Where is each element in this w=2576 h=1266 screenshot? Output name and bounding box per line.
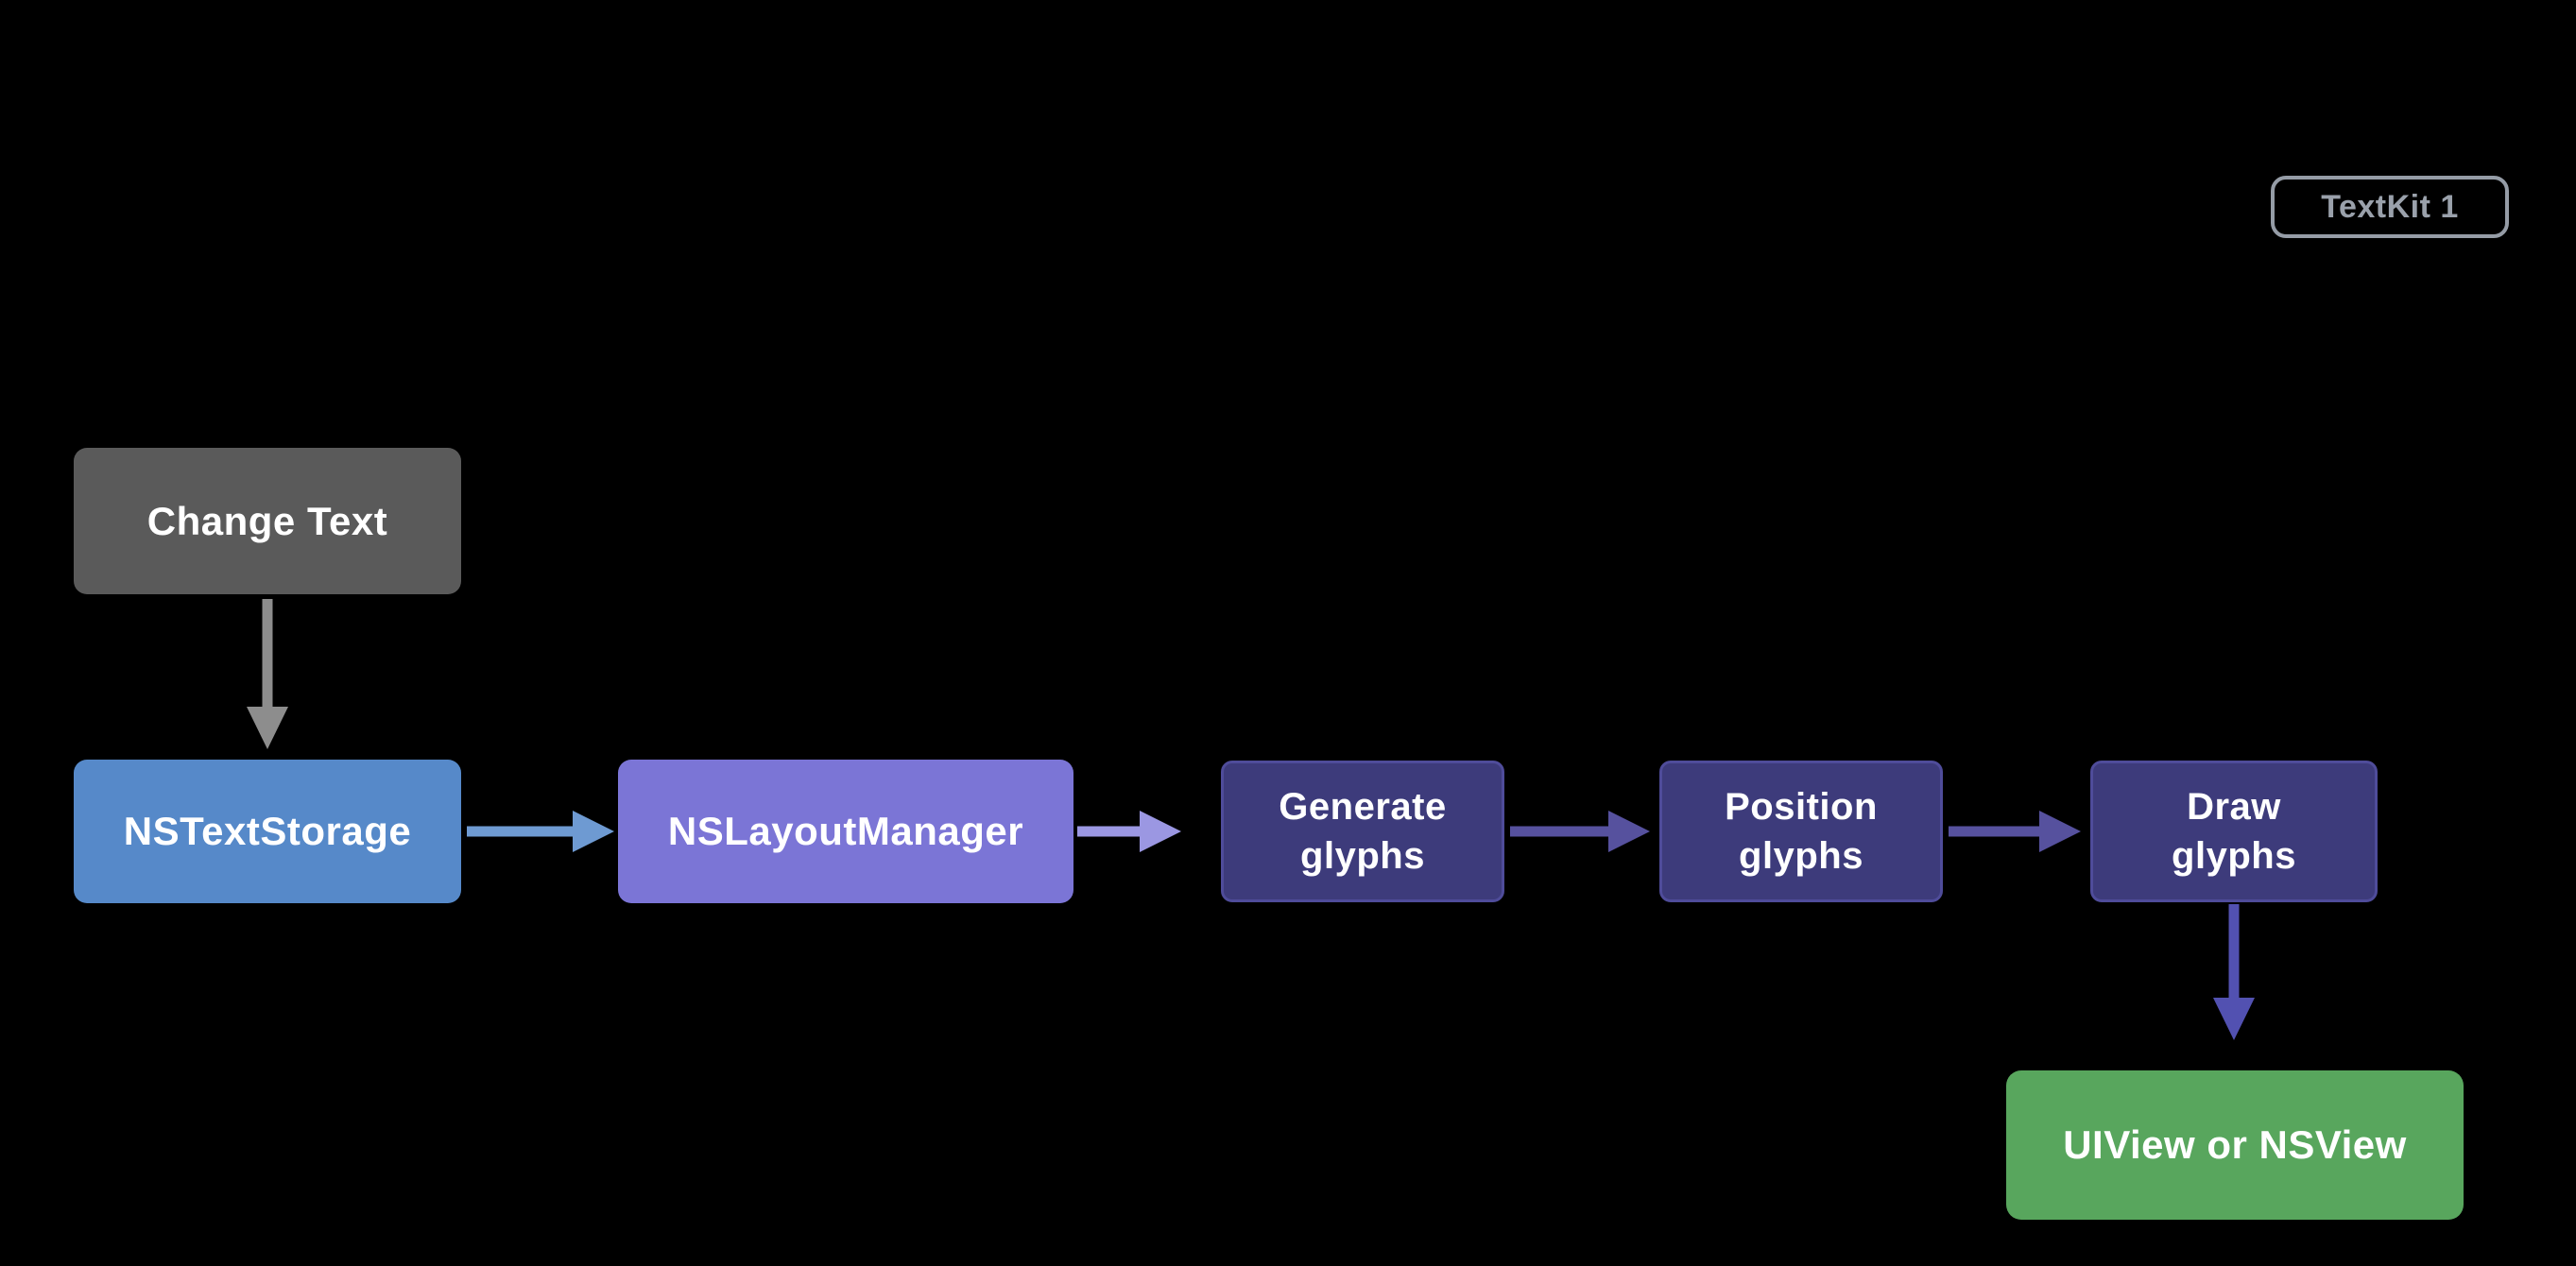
node-draw-glyphs: Draw glyphs — [2090, 761, 2378, 902]
arrow-layout-to-generate-head — [1140, 811, 1181, 852]
arrow-storage-to-layout-head — [573, 811, 614, 852]
node-position-glyphs: Position glyphs — [1659, 761, 1943, 902]
node-change-text-label: Change Text — [146, 498, 388, 543]
arrow-generate-to-position-head — [1608, 811, 1650, 852]
node-uiview-or-nsview-label: UIView or NSView — [2063, 1122, 2407, 1167]
node-generate-glyphs-label: Generate glyphs — [1279, 786, 1447, 877]
node-generate-glyphs: Generate glyphs — [1221, 761, 1504, 902]
textkit-version-label: TextKit 1 — [2321, 188, 2459, 225]
textkit-version-badge: TextKit 1 — [2271, 176, 2509, 238]
node-nstextstorage: NSTextStorage — [74, 760, 461, 903]
arrow-draw-to-view-head — [2213, 998, 2255, 1040]
node-draw-glyphs-label: Draw glyphs — [2172, 786, 2296, 877]
node-nslayoutmanager: NSLayoutManager — [618, 760, 1073, 903]
node-nslayoutmanager-label: NSLayoutManager — [667, 809, 1024, 853]
arrow-position-to-draw-head — [2039, 811, 2081, 852]
node-nstextstorage-label: NSTextStorage — [123, 809, 412, 853]
node-change-text: Change Text — [74, 448, 461, 594]
arrow-change-to-storage-head — [247, 707, 288, 749]
node-uiview-or-nsview: UIView or NSView — [2006, 1070, 2464, 1220]
node-position-glyphs-label: Position glyphs — [1725, 786, 1878, 877]
